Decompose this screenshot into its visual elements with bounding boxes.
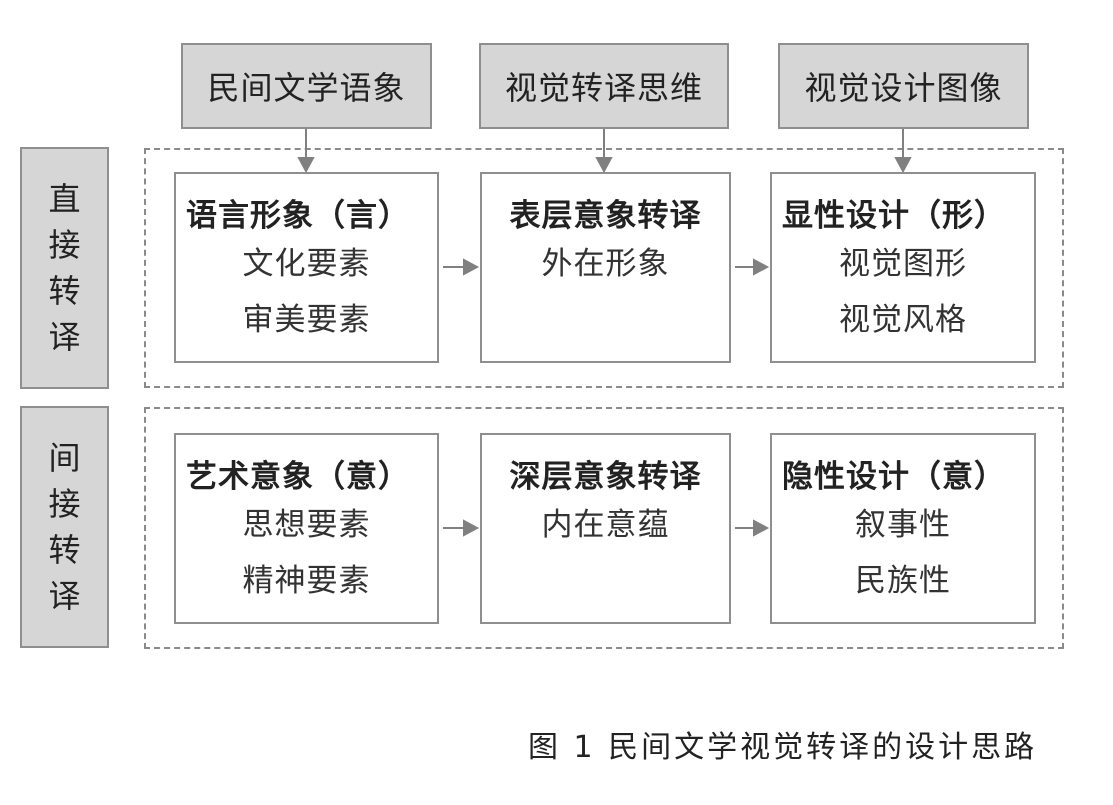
- box-line: 视觉风格: [839, 302, 967, 338]
- header-visual-translation-thinking: 视觉转译思维: [479, 43, 729, 129]
- box-explicit-design: 显性设计（形） 视觉图形 视觉风格: [770, 172, 1036, 363]
- box-line: 外在形象: [541, 246, 670, 282]
- box-line: 文化要素: [242, 246, 371, 282]
- header-visual-design-image: 视觉设计图像: [778, 43, 1029, 129]
- box-title: 表层意象转译: [509, 198, 702, 234]
- box-line: 视觉图形: [839, 246, 967, 282]
- box-line: 内在意蕴: [541, 507, 670, 543]
- row-label-indirect-text: 间接转译: [48, 439, 81, 615]
- row-label-indirect: 间接转译: [20, 406, 109, 648]
- box-title: 艺术意象（意）: [186, 459, 410, 495]
- figure-caption: 图 1 民间文学视觉转译的设计思路: [528, 730, 1038, 765]
- box-line: 思想要素: [242, 507, 371, 543]
- header-folk-literature: 民间文学语象: [181, 43, 432, 129]
- box-title: 隐性设计（意）: [782, 459, 1006, 495]
- box-line: 民族性: [855, 563, 951, 599]
- box-language-image: 语言形象（言） 文化要素 审美要素: [174, 172, 439, 363]
- box-deep-translation: 深层意象转译 内在意蕴: [480, 433, 731, 624]
- box-implicit-design: 隐性设计（意） 叙事性 民族性: [770, 433, 1036, 624]
- box-surface-translation: 表层意象转译 外在形象: [480, 172, 731, 363]
- row-label-direct-text: 直接转译: [48, 180, 81, 356]
- box-line: 审美要素: [242, 302, 371, 338]
- box-line: 精神要素: [242, 563, 371, 599]
- box-line: 叙事性: [855, 507, 951, 543]
- box-title: 显性设计（形）: [782, 198, 1006, 234]
- box-artistic-image: 艺术意象（意） 思想要素 精神要素: [174, 433, 439, 624]
- box-title: 语言形象（言）: [186, 198, 410, 234]
- box-title: 深层意象转译: [509, 459, 702, 495]
- row-label-direct: 直接转译: [20, 147, 109, 389]
- group-indirect: [144, 407, 1064, 649]
